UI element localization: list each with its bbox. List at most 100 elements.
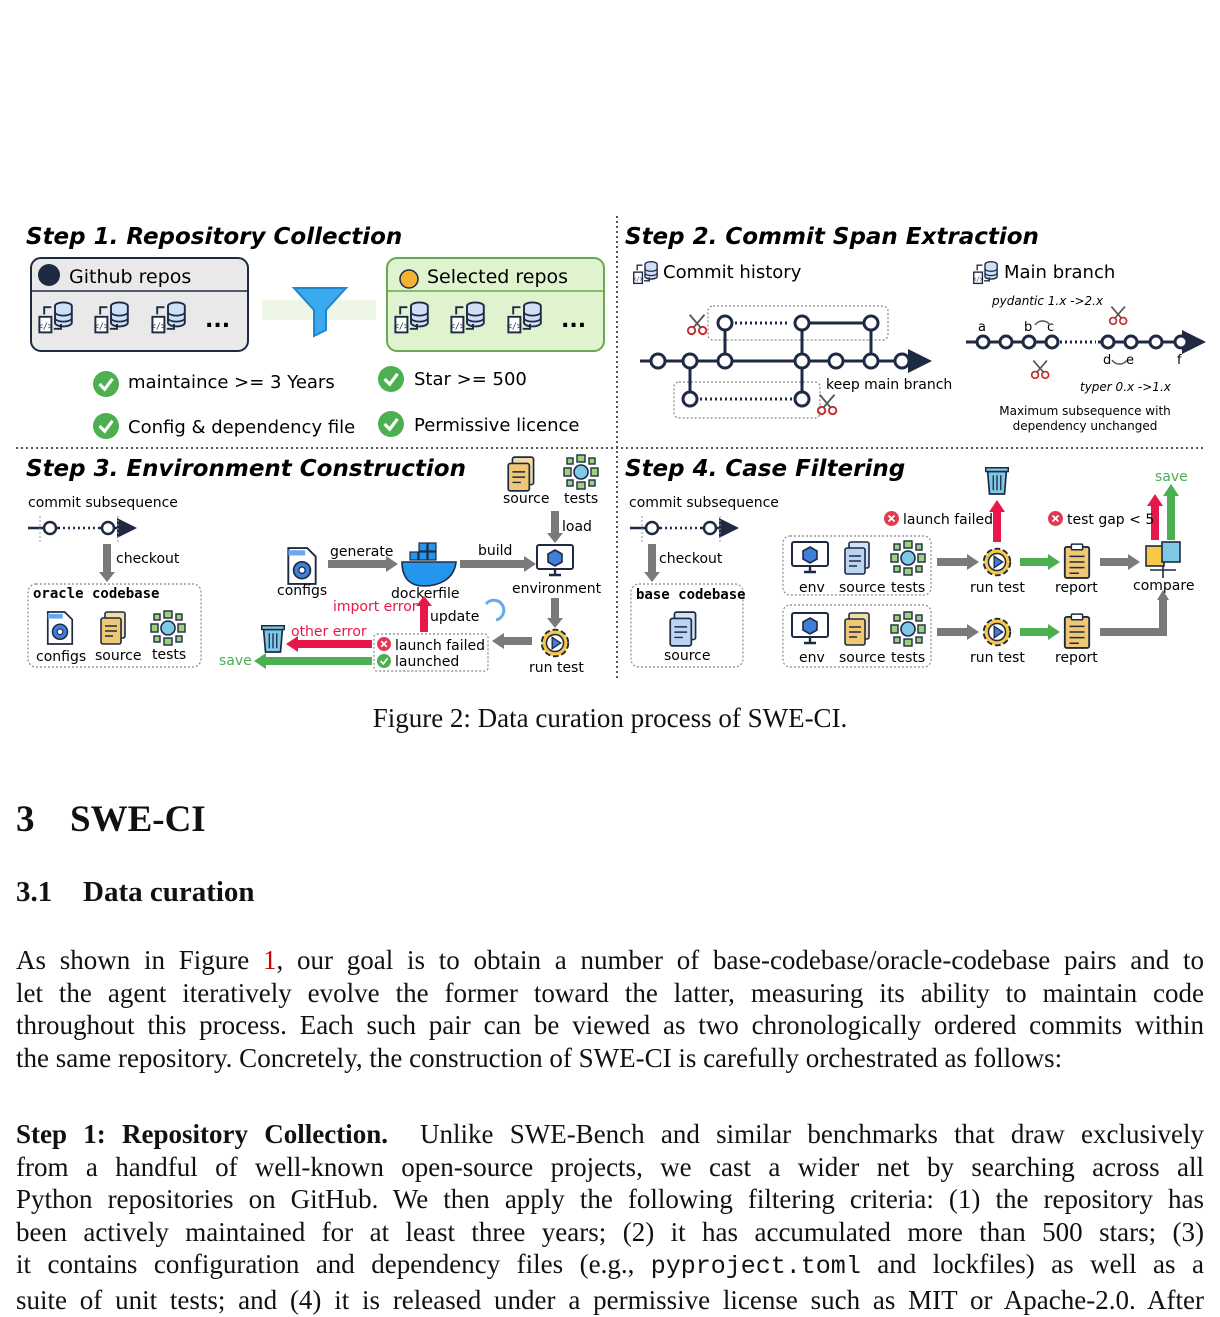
text-line: been actively maintained for at least th…: [16, 1216, 1204, 1247]
compare-icon: [1145, 541, 1181, 578]
launch-failed-arrow: [993, 510, 1001, 542]
arrow-head: [967, 554, 979, 570]
text-run: it contains configuration and dependency…: [16, 1249, 651, 1280]
tests-label: tests: [152, 647, 186, 663]
figure-ref-link[interactable]: 1: [263, 945, 277, 975]
arrow-head: [386, 556, 398, 572]
figure-2: </>: [0, 200, 1220, 690]
tests-icon: [890, 540, 926, 576]
commit-history-icon: [632, 261, 658, 285]
source-icon: [669, 611, 697, 647]
compare-label: compare: [1133, 578, 1194, 594]
step3-title: Step 3. Environment Construction: [26, 456, 466, 482]
generate-label: generate: [330, 544, 393, 560]
subsection-title: Data curation: [83, 876, 255, 908]
commit-graph: [640, 305, 932, 419]
update-label: update: [430, 609, 479, 625]
test-gap-label: test gap < 5: [1067, 512, 1154, 528]
arrow-head: [254, 653, 266, 669]
arrow-head: [644, 572, 660, 582]
other-error-arrow: [296, 640, 372, 648]
save-arrow: [1167, 494, 1175, 540]
run-test-icon: [540, 628, 570, 658]
other-error-label: other error: [291, 624, 367, 640]
github-repos-box: Github repos ...: [30, 257, 249, 352]
max-subsequence-line2: dependency unchanged: [1013, 419, 1158, 433]
report-to-compare-arrow: [1100, 596, 1167, 636]
arrow-gray: [1100, 558, 1130, 566]
data-curation-diagram: </>: [16, 216, 1206, 678]
configs-icon: [46, 611, 74, 645]
launched-label: launched: [395, 654, 459, 670]
more-ellipsis: ...: [205, 308, 230, 333]
source-label: source: [664, 648, 711, 664]
arrow-head: [416, 596, 432, 606]
dockerfile-label: dockerfile: [391, 586, 459, 602]
main-branch-label: Main branch: [1004, 262, 1115, 283]
run-test-icon: [982, 547, 1012, 577]
trash-icon: [984, 466, 1010, 495]
arrow-head: [524, 556, 536, 572]
figure-caption: Figure 2: Data curation process of SWE-C…: [372, 703, 848, 733]
keep-main-label: keep main branch: [826, 377, 952, 393]
text-line: from a handful of well-known open-source…: [16, 1151, 1204, 1182]
typer-arc: [1111, 359, 1128, 365]
text-line: Python repositories on GitHub. We then a…: [16, 1184, 1204, 1215]
tests-label: tests: [891, 650, 925, 666]
text-line: it contains configuration and dependency…: [16, 1248, 1204, 1284]
refresh-icon: [484, 598, 506, 622]
check-icon: [378, 366, 404, 392]
env-to-run-arrow: [551, 598, 559, 620]
commit-b: b: [1024, 320, 1032, 335]
build-label: build: [478, 543, 512, 559]
criterion-licence: Permissive licence: [414, 415, 579, 436]
commit-a: a: [978, 320, 986, 335]
text-line: throughout this process. Each such pair …: [16, 1010, 1204, 1041]
source-icon: [844, 541, 870, 575]
tests-icon: [890, 611, 926, 647]
text-line: suite of unit tests; and (4) it is relea…: [16, 1284, 1204, 1315]
tests-icon: [563, 454, 599, 490]
source-label: source: [95, 648, 142, 664]
text-line: let the agent iteratively evolve the for…: [16, 977, 1204, 1008]
section-title: SWE-CI: [70, 799, 206, 840]
checkout-arrow: [648, 544, 656, 574]
criterion-stars: Star >= 500: [414, 369, 527, 390]
arrow-green: [1020, 628, 1050, 636]
source-icon: [507, 456, 535, 492]
criterion-maintenance: maintaince >= 3 Years: [128, 372, 335, 393]
arrow-head: [1048, 624, 1060, 640]
env-row-bottom: [782, 604, 932, 668]
arrow-head: [547, 533, 563, 543]
source-label: source: [839, 650, 886, 666]
scissors-icon: [816, 393, 838, 416]
save-label: save: [219, 653, 252, 669]
env-row-top: [782, 535, 932, 596]
source-icon: [844, 612, 870, 646]
source-label: source: [503, 491, 550, 507]
commit-e: e: [1126, 353, 1134, 368]
commit-c: c: [1047, 320, 1054, 335]
more-ellipsis: ...: [561, 308, 586, 333]
arrow-gray: [937, 628, 969, 636]
step2-title: Step 2. Commit Span Extraction: [625, 224, 1039, 250]
arrow-green: [1020, 558, 1050, 566]
launch-status-box: [373, 633, 489, 672]
configs-label: configs: [277, 583, 327, 599]
environment-label: environment: [512, 581, 602, 597]
env-icon: [790, 540, 830, 574]
main-branch-icon: [972, 261, 998, 285]
section-number: 3: [16, 799, 35, 840]
selected-repos-box: Selected repos ...: [386, 257, 605, 352]
commit-d: d: [1103, 353, 1111, 368]
arrow-head: [547, 618, 563, 628]
commit-subsequence-label: commit subsequence: [28, 495, 178, 511]
save-arrow: [264, 657, 372, 665]
run-test-icon: [982, 617, 1012, 647]
run-test-label: run test: [970, 650, 1025, 666]
scissors-icon: [686, 313, 708, 336]
code-filename: pyproject.toml: [650, 1252, 861, 1282]
github-label: Github repos: [69, 266, 191, 288]
main-branch-graph: [966, 330, 1206, 354]
